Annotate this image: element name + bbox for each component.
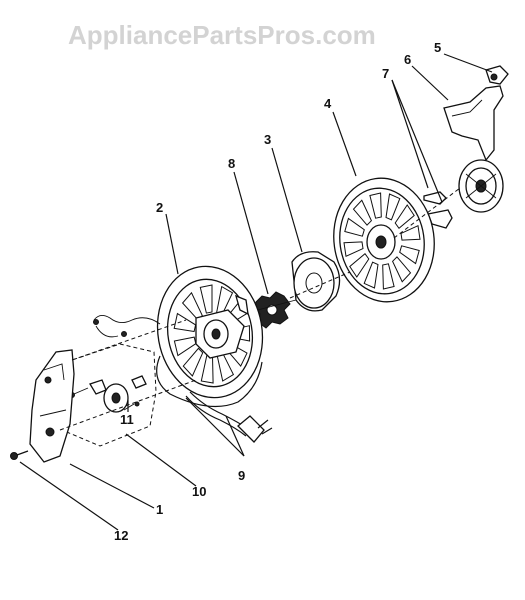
part-2-reel-plate: [156, 265, 264, 399]
part-3-hub: [291, 251, 341, 312]
callout-6: 6: [404, 52, 411, 67]
callout-2: 2: [156, 200, 163, 215]
part-7-clips: [423, 191, 453, 229]
callout-10: 10: [192, 484, 206, 499]
disk-slot: [199, 284, 213, 314]
disk-slot: [394, 204, 415, 230]
callout-5: 5: [434, 40, 441, 55]
callout-7: 7: [382, 66, 389, 81]
callout-11: 11: [120, 412, 134, 427]
power-cord-plug: [185, 391, 273, 443]
disk-slot: [182, 347, 204, 377]
disk-slot: [173, 312, 197, 333]
disk-slot: [363, 261, 379, 289]
disk-slot: [349, 252, 370, 278]
callout-12: 12: [114, 528, 128, 543]
wire-harness: [93, 315, 161, 338]
disk-slot: [385, 193, 401, 221]
disk-slot: [344, 217, 365, 237]
callout-8: 8: [228, 156, 235, 171]
disk-slot: [173, 336, 197, 357]
disk-slot: [399, 245, 420, 265]
part-small-wheel: [458, 159, 504, 213]
part-6-bracket: [443, 65, 509, 162]
leader-lines: [19, 53, 493, 531]
callout-9: 9: [238, 468, 245, 483]
disk-slot: [382, 263, 395, 290]
callout-3: 3: [264, 132, 271, 147]
callout-4: 4: [324, 96, 332, 111]
watermark: AppliancePartsPros.com: [68, 20, 376, 50]
disk-slot: [352, 199, 373, 226]
disk-slot: [391, 256, 412, 283]
disk-slot: [369, 192, 382, 219]
alignment-line: [71, 319, 187, 361]
part-1-housing: [29, 349, 75, 463]
part-11-small-components: [69, 375, 147, 413]
part-12-screw: [10, 450, 29, 460]
disk-slot: [343, 241, 364, 258]
part-4-reel-disk: [333, 177, 435, 303]
part-10-kit-outline: [59, 343, 157, 447]
alignment-line: [289, 271, 351, 299]
disk-slot: [400, 224, 421, 241]
callout-1: 1: [156, 502, 163, 517]
